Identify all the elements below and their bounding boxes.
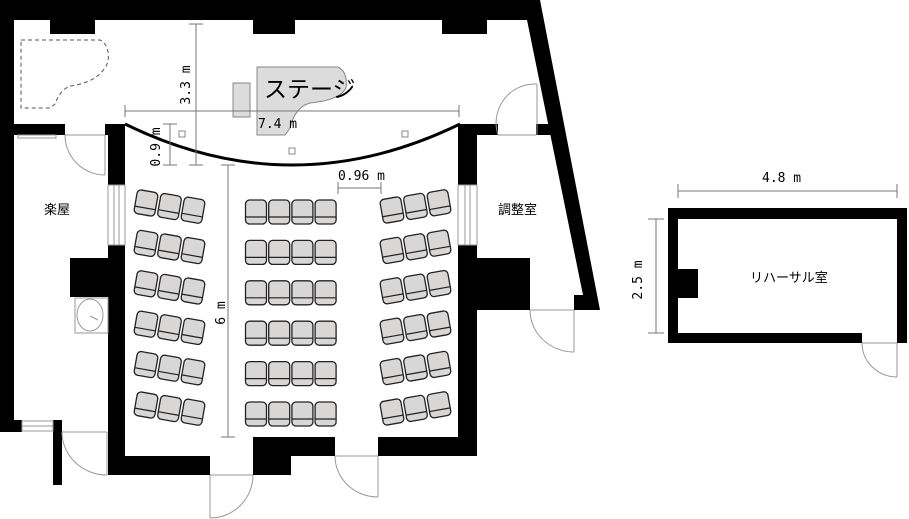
seat (314, 320, 337, 346)
dim-stage-depth: 3.3 m (179, 65, 194, 104)
seat (157, 354, 182, 382)
seat (314, 360, 337, 387)
seat (180, 398, 206, 426)
floor-outlet-icon (288, 147, 296, 155)
seat (314, 401, 337, 427)
seat (403, 273, 428, 301)
seat (268, 360, 291, 387)
grand-piano-icon (256, 66, 347, 136)
seat (291, 239, 314, 266)
seat (180, 196, 206, 224)
seat (291, 199, 314, 225)
seat (133, 229, 159, 258)
seat (244, 239, 268, 266)
piano-bench-icon (232, 82, 251, 118)
seat (426, 310, 452, 338)
seat (157, 394, 182, 423)
seat (426, 350, 452, 379)
rehearsal-room (668, 208, 907, 378)
control-room-label: 調整室 (498, 202, 537, 218)
seat (291, 280, 314, 306)
seat (157, 314, 182, 342)
seat (244, 360, 268, 387)
stage-curve (124, 122, 461, 167)
dim-rehearsal-width: 4.8 m (762, 171, 801, 186)
dim-stage-apron: 0.9 m (149, 127, 164, 166)
dim-row-pitch: 0.96 m (338, 169, 385, 184)
dim-stage-width: 7.4 m (258, 117, 297, 132)
seat (379, 398, 405, 426)
seat (403, 313, 428, 342)
seat (180, 277, 206, 305)
seat (291, 401, 314, 427)
seat (157, 233, 182, 261)
seat (379, 277, 405, 305)
walls (0, 0, 600, 485)
seat (268, 280, 291, 306)
seat (268, 199, 291, 225)
seat (426, 189, 452, 217)
seat (133, 189, 159, 217)
seat (244, 280, 268, 306)
seat (268, 320, 291, 346)
seat (403, 354, 428, 382)
seat (157, 192, 182, 221)
seat (379, 357, 405, 386)
dim-rehearsal-depth: 2.5 m (631, 260, 646, 299)
seat (133, 270, 159, 298)
seating (133, 189, 452, 427)
stage-label: ステージ (264, 77, 356, 103)
floor-outlet-icon (178, 130, 186, 138)
seat (403, 394, 428, 423)
floor-outlet-icon (401, 130, 409, 138)
dim-hall-depth: 6 m (214, 301, 229, 325)
seat (314, 280, 337, 306)
piano-outline-icon (20, 39, 109, 109)
dimension-lines (124, 23, 898, 438)
windows (17, 134, 478, 432)
seat (291, 360, 314, 387)
seat (379, 317, 405, 345)
seat (379, 236, 405, 265)
seat (180, 317, 206, 346)
seat (314, 199, 337, 225)
seat (244, 320, 268, 346)
seat (133, 391, 159, 419)
seat (180, 236, 206, 265)
seat (133, 310, 159, 338)
doors (61, 83, 575, 519)
seat (244, 401, 268, 427)
seat (403, 192, 428, 221)
seat (426, 229, 452, 257)
seat (291, 320, 314, 346)
seat (268, 401, 291, 427)
seat (157, 273, 182, 302)
seat (314, 239, 337, 266)
seat (268, 239, 291, 266)
seat (133, 350, 159, 379)
rehearsal-room-label: リハーサル室 (750, 270, 828, 286)
seat (244, 199, 268, 225)
seat (379, 196, 405, 224)
dressing-room-label: 楽屋 (44, 202, 70, 218)
seat (426, 269, 452, 298)
sink-icon (74, 297, 109, 334)
stage-area (20, 39, 461, 167)
seat (426, 391, 452, 419)
seat (180, 358, 206, 386)
seat (403, 233, 428, 261)
